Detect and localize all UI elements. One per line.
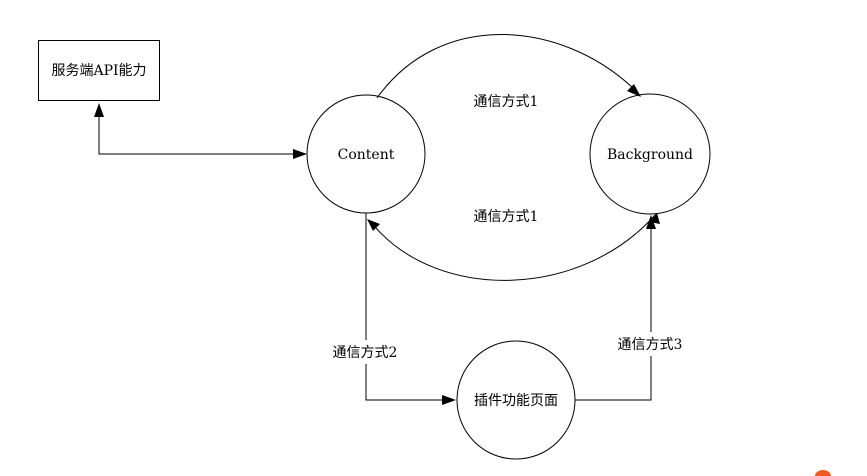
api-content-connector bbox=[98, 117, 293, 155]
server-api-label: 服务端API能力 bbox=[51, 63, 146, 79]
edge-label-content-to-plugin: 通信方式2 bbox=[333, 345, 398, 361]
background-arrowhead-right bbox=[646, 215, 656, 229]
content-label: Content bbox=[338, 147, 395, 163]
background-to-content-arc bbox=[375, 213, 657, 281]
edge-label-content-to-background: 通信方式1 bbox=[474, 94, 539, 110]
background-label: Background bbox=[607, 147, 693, 163]
edge-label-bg-2 bbox=[324, 340, 406, 364]
content-to-background-arc bbox=[376, 34, 634, 99]
edge-label-background-to-content: 通信方式1 bbox=[474, 209, 539, 225]
api-arrowhead bbox=[94, 103, 104, 117]
content-arrowhead-bottom bbox=[367, 219, 380, 231]
background-node[interactable] bbox=[589, 93, 711, 215]
edge-label-plugin-to-background: 通信方式3 bbox=[618, 337, 683, 353]
edge-label-bg-3 bbox=[609, 332, 693, 356]
content-arrowhead-from-api bbox=[293, 149, 307, 159]
plugin-to-background-connector bbox=[575, 229, 652, 401]
plugin-arrowhead bbox=[442, 395, 456, 405]
server-api-box[interactable] bbox=[38, 40, 160, 101]
content-to-plugin-connector bbox=[365, 213, 442, 401]
corner-mark-icon bbox=[815, 470, 831, 476]
plugin-page-label: 插件功能页面 bbox=[474, 393, 558, 409]
background-arrowhead-top bbox=[627, 84, 641, 97]
